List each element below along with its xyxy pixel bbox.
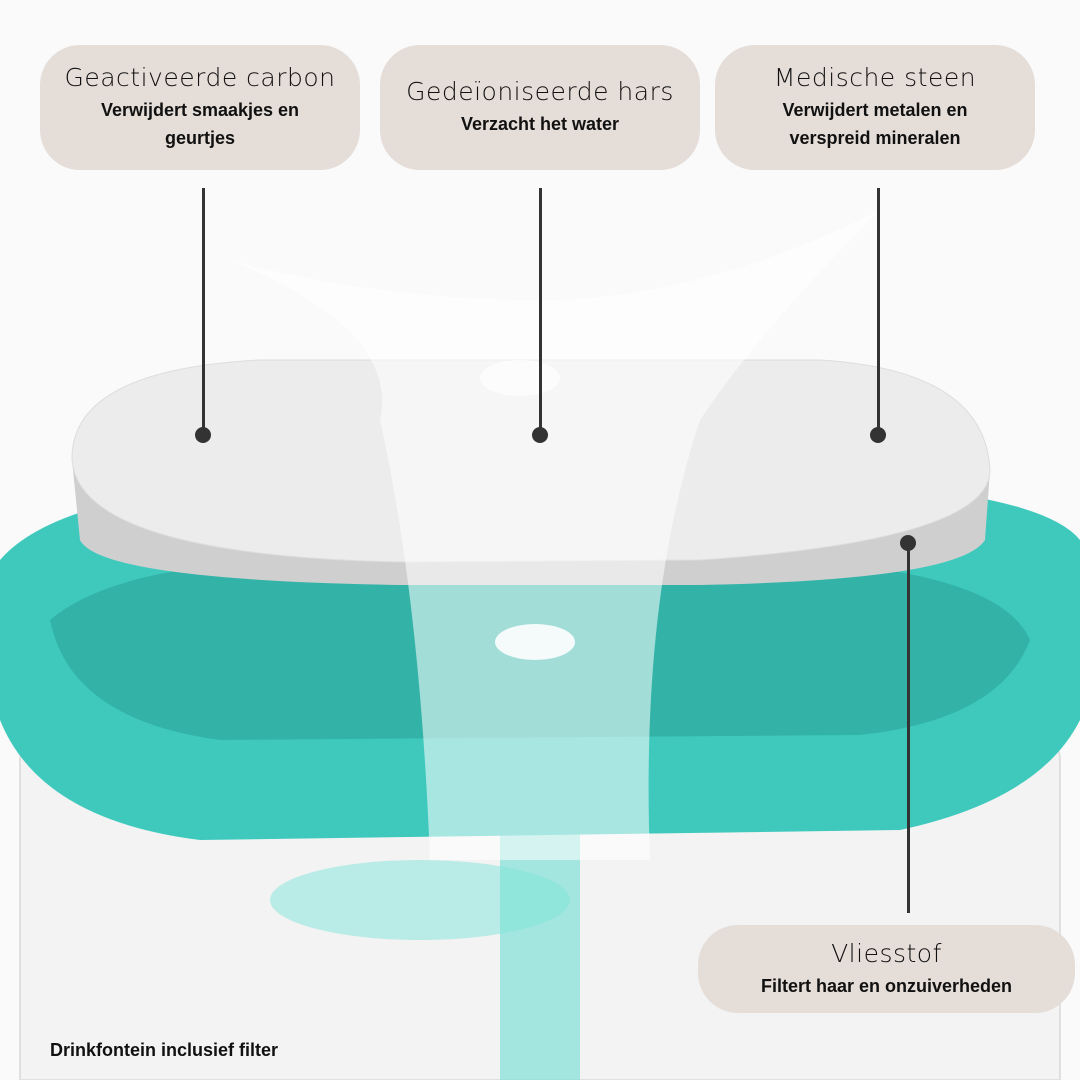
callout-subtitle: Filtert haar en onzuiverheden	[760, 975, 1013, 996]
pointer-dot	[195, 427, 211, 443]
callout-activated-carbon: Geactiveerde carbon Verwijdert smaakjes …	[40, 45, 360, 170]
callout-nonwoven: Vliesstof Filtert haar en onzuiverheden	[698, 925, 1075, 1013]
pump-column	[500, 830, 580, 1080]
callout-medical-stone: Medische steen Verwijdert metalen en ver…	[715, 45, 1035, 170]
pointer-line	[539, 188, 542, 435]
callout-title: Vliesstof	[831, 938, 942, 968]
callout-deionized-resin: Gedeïoniseerde hars Verzacht het water	[380, 45, 700, 170]
pointer-line	[907, 543, 910, 913]
callout-title: Geactiveerde carbon	[64, 63, 336, 92]
callout-subtitle: Verzacht het water	[460, 114, 620, 134]
water-reflection	[270, 860, 570, 940]
pointer-dot	[900, 535, 916, 551]
pointer-dot	[532, 427, 548, 443]
water-stream	[230, 210, 880, 860]
caption: Drinkfontein inclusief filter	[50, 1040, 279, 1060]
pointer-line	[202, 188, 205, 435]
callout-title: Gedeïoniseerde hars	[406, 77, 674, 106]
callout-title: Medische steen	[773, 63, 977, 92]
callout-subtitle: Verwijdert smaakjes en geurtjes	[100, 100, 300, 148]
pointer-line	[877, 188, 880, 435]
callout-subtitle: Verwijdert metalen en verspreid minerale…	[782, 100, 968, 148]
pointer-dot	[870, 427, 886, 443]
